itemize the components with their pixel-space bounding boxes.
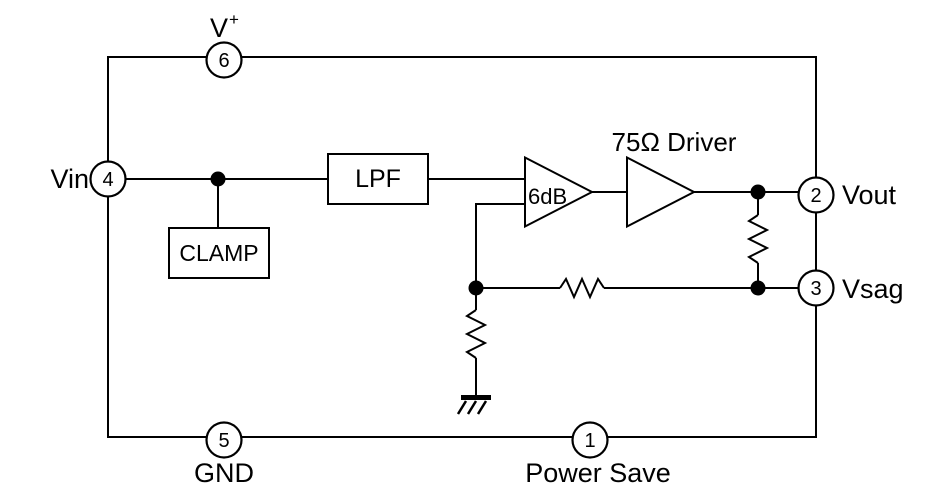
lpf-box — [327, 153, 429, 205]
clamp-box — [168, 227, 270, 279]
vsag-label: Vsag — [842, 274, 904, 304]
feedback-resistor — [559, 276, 605, 300]
feedback-input-wire — [475, 203, 525, 288]
pin-5-number: 5 — [218, 430, 229, 452]
ground-hatch-lines — [456, 400, 488, 415]
ground-resistor — [464, 309, 488, 359]
pin-1-number: 1 — [584, 430, 595, 452]
ic-boundary — [107, 56, 817, 438]
lpf-label: LPF — [355, 165, 401, 193]
ground-symbol — [456, 395, 491, 415]
pin-3-number: 3 — [810, 278, 821, 300]
vout-label: Vout — [842, 180, 897, 210]
pin-6-number: 6 — [218, 50, 229, 72]
driver-triangle — [626, 155, 697, 229]
clamp-label: CLAMP — [179, 240, 258, 266]
junction-dot-vin — [210, 171, 226, 187]
pin-5-circle — [205, 421, 243, 459]
pin-2-circle — [797, 176, 835, 214]
pin-1-circle — [571, 421, 609, 459]
driver-label: 75Ω Driver — [612, 127, 737, 157]
vplus-label: V — [210, 13, 228, 43]
vin-label: Vin — [50, 164, 89, 194]
power-save-label: Power Save — [525, 458, 671, 488]
pin-6-circle — [205, 41, 243, 79]
sag-resistor — [746, 214, 770, 264]
amp-gain-label: 6dB — [528, 184, 567, 209]
vplus-superscript: + — [229, 10, 239, 29]
amp-triangle — [524, 155, 595, 229]
gnd-label: GND — [194, 458, 254, 488]
pin-3-circle — [797, 269, 835, 307]
pin-2-number: 2 — [810, 185, 821, 207]
junction-dot-feedback — [468, 280, 484, 296]
pin-4-circle — [89, 160, 127, 198]
junction-dot-vsag — [750, 280, 766, 296]
pin-4-number: 4 — [102, 169, 113, 191]
junction-dot-vout — [750, 184, 766, 200]
